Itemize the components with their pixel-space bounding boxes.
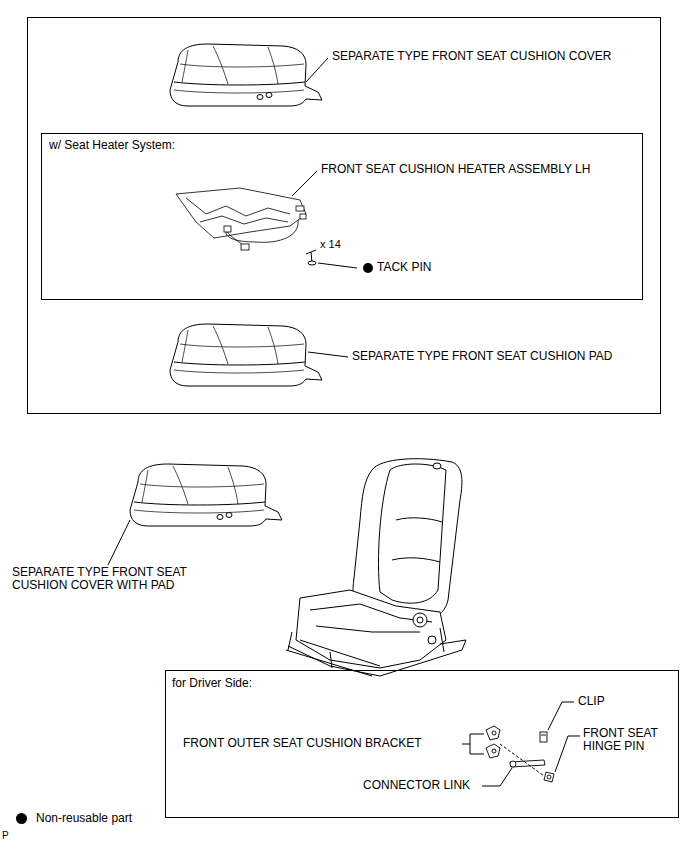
leader-line — [555, 736, 580, 772]
part-name: FRONT SEAT CUSHION HEATER ASSEMBLY LH — [321, 163, 590, 176]
clip-drawing — [540, 732, 547, 742]
part-name: SEPARATE TYPE FRONT SEAT CUSHION COVER W… — [12, 566, 212, 592]
leader-line — [306, 58, 328, 82]
option-box: for Driver Side: FRONT OUTER SEAT CUSHION… — [165, 670, 679, 818]
dashed-line — [500, 744, 544, 776]
leader-line — [108, 520, 130, 565]
bracket-drawing — [486, 726, 500, 758]
connector-link-drawing — [510, 760, 545, 767]
seat-drawing — [286, 459, 466, 676]
part-name: CLIP — [578, 695, 605, 708]
exploded-group-box: w/ Seat Heater System: FRONT SEAT CUSHION… — [27, 17, 661, 414]
part-name: CONNECTOR LINK — [363, 779, 470, 792]
hinge-pin-drawing — [544, 772, 554, 782]
leader-line — [482, 768, 512, 786]
part-name: TACK PIN — [377, 261, 431, 274]
cover-with-pad-drawing — [130, 464, 282, 526]
tack-pin-drawing — [306, 250, 316, 265]
legend-text: Non-reusable part — [36, 812, 132, 825]
part-name: SEPARATE TYPE FRONT SEAT CUSHION COVER — [332, 50, 611, 63]
part-name: FRONT OUTER SEAT CUSHION BRACKET — [183, 737, 422, 750]
leader-line — [308, 352, 348, 357]
page-mark: P — [2, 829, 9, 842]
leader-line — [292, 171, 317, 196]
part-name: FRONT SEAT HINGE PIN — [583, 727, 675, 753]
option-box: w/ Seat Heater System: FRONT SEAT CUSHION… — [41, 133, 643, 300]
legend-swatch — [16, 813, 27, 824]
leader-line — [548, 702, 574, 730]
quantity: x 14 — [320, 238, 341, 251]
leader-line — [462, 734, 484, 754]
cushion-cover-drawing — [170, 44, 322, 106]
group-heading: w/ Seat Heater System: — [49, 139, 175, 152]
part-name: SEPARATE TYPE FRONT SEAT CUSHION PAD — [352, 350, 613, 363]
leader-line — [318, 263, 357, 268]
non-reusable-mark — [363, 263, 373, 273]
group-heading: for Driver Side: — [172, 677, 252, 690]
cushion-pad-drawing — [170, 324, 322, 386]
heater-drawing — [176, 188, 306, 250]
